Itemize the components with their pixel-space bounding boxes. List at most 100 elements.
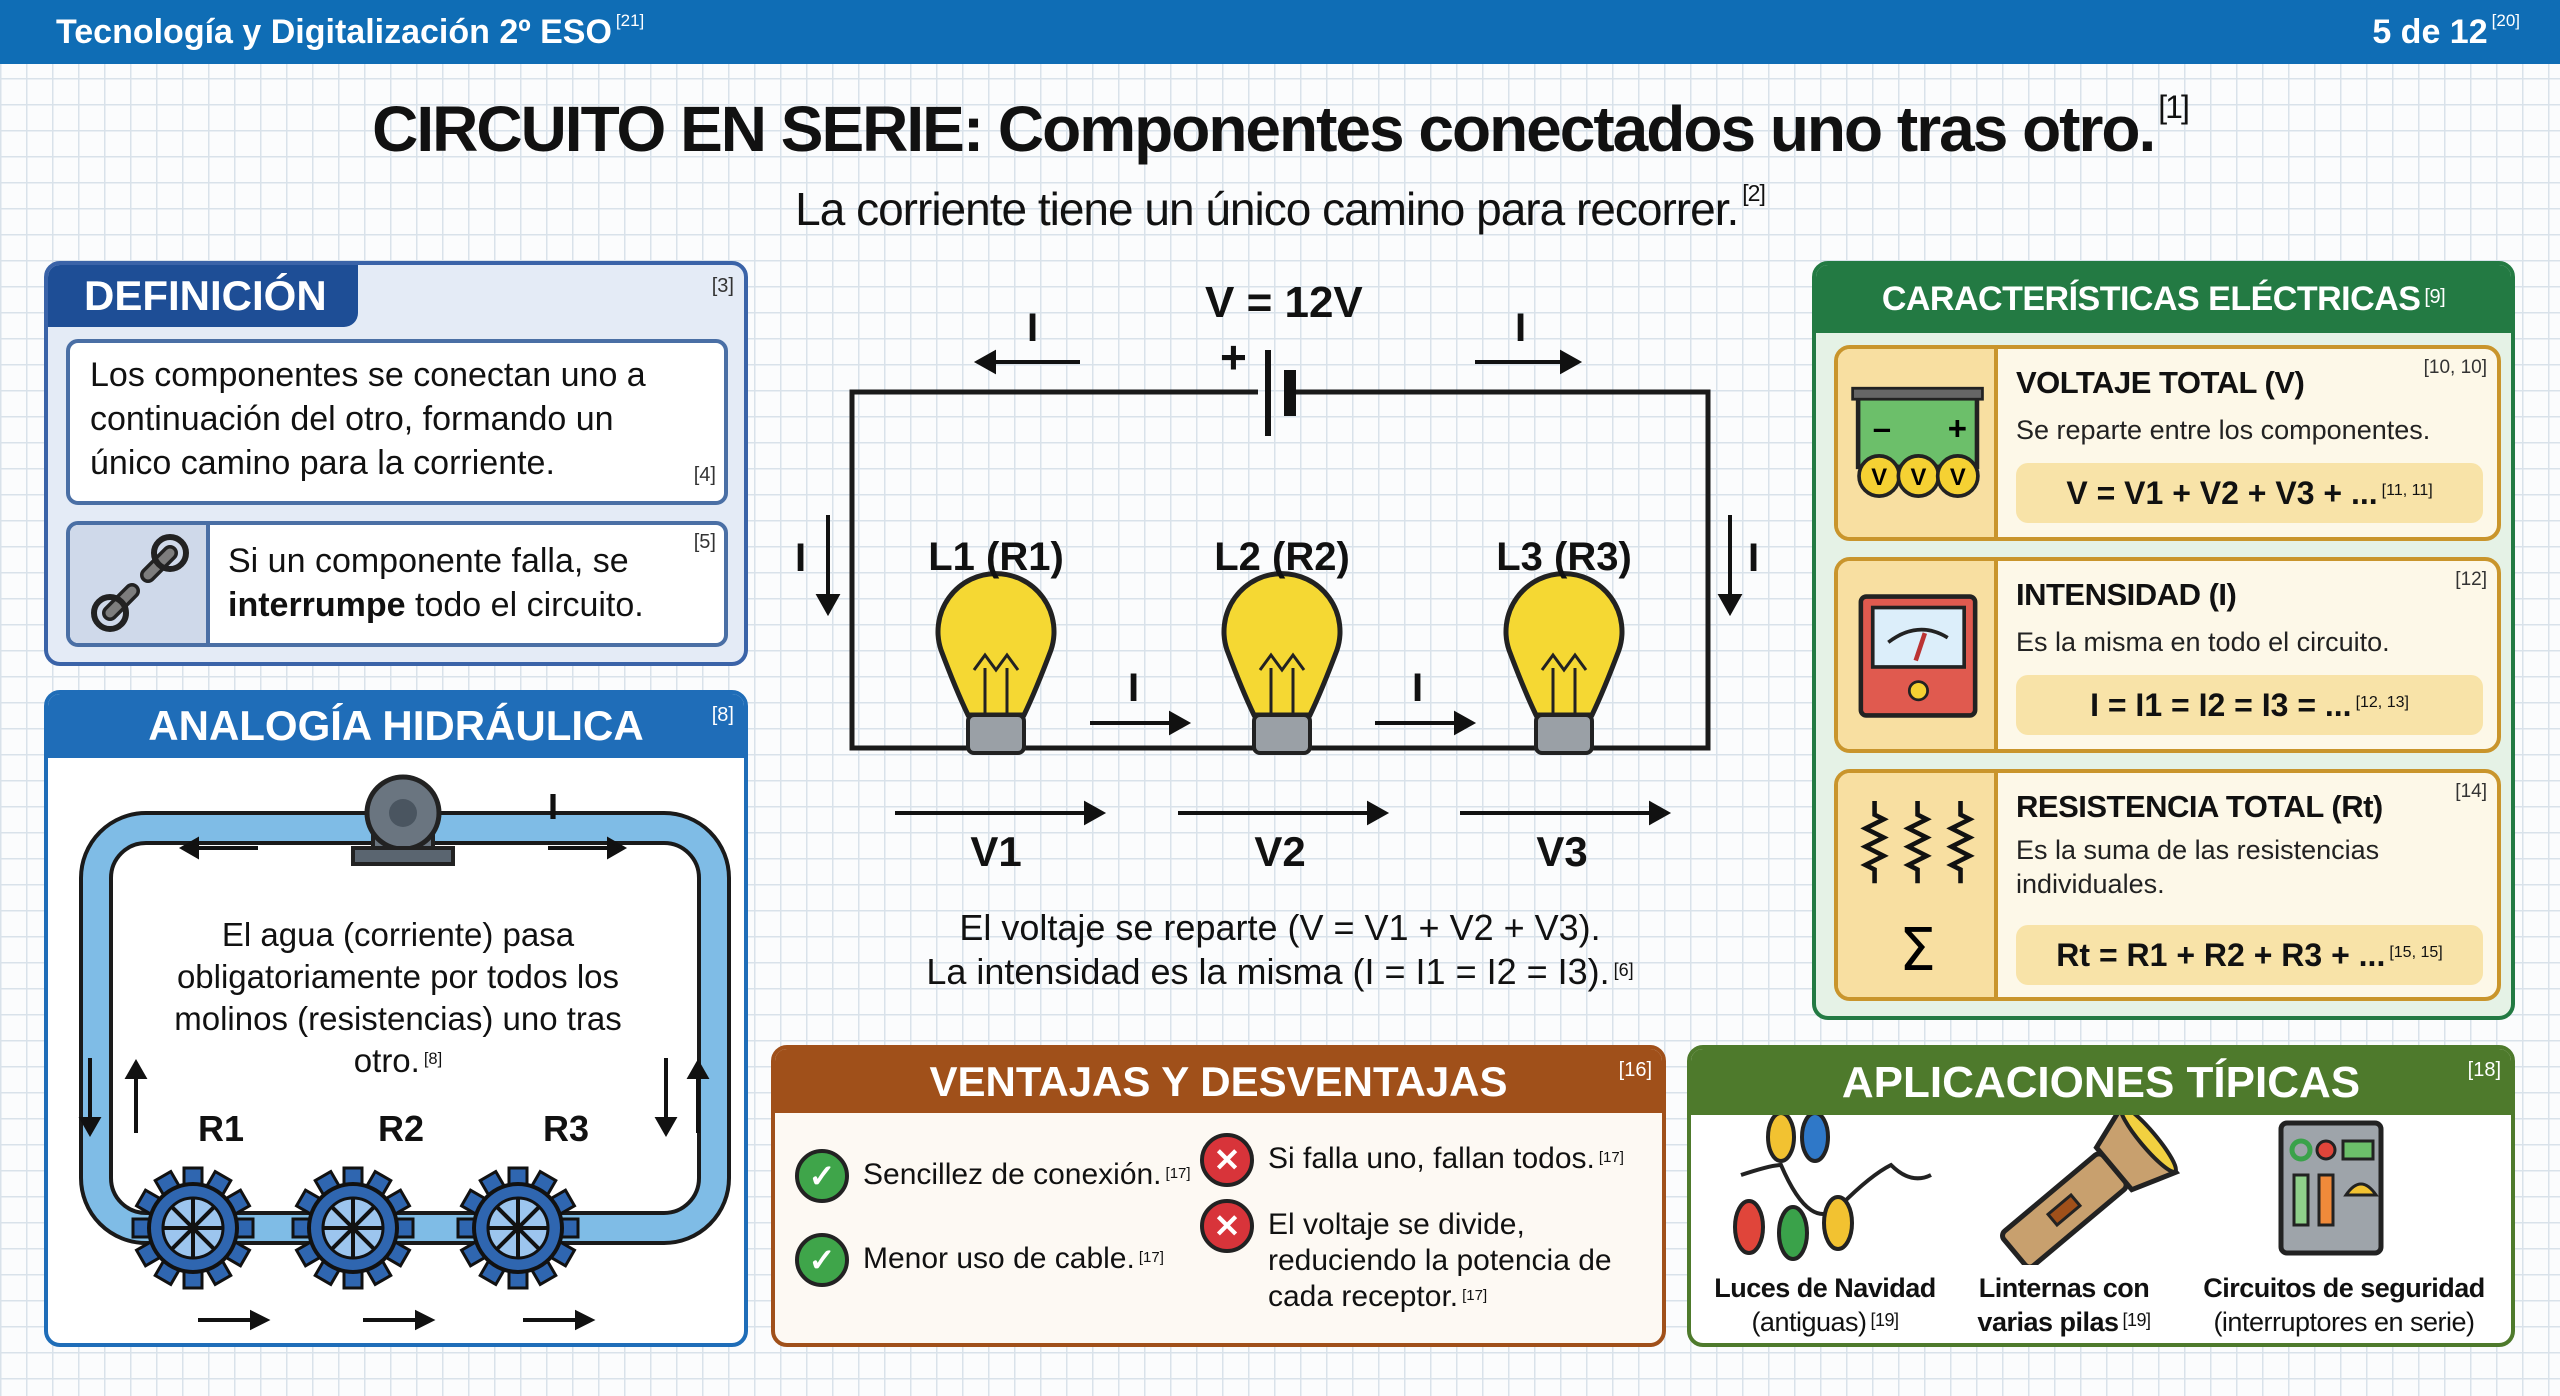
wheel-label: R3 — [543, 1108, 590, 1149]
circuit-notes: El voltaje se reparte (V = V1 + V2 + V3)… — [926, 907, 1634, 992]
current-label: I — [548, 786, 559, 827]
bulb-label: L2 (R2) — [1214, 535, 1350, 579]
christmas-lights-icon — [1733, 1115, 1932, 1261]
item-text: Menor uso de cable.[17] — [863, 1242, 1164, 1275]
definicion-text-box: Los componentes se conectan uno a contin… — [66, 339, 728, 505]
formula: V = V1 + V2 + V3 + ...[11, 11] — [2016, 463, 2483, 523]
current-label: I — [1412, 666, 1424, 710]
page-subtitle: La corriente tiene un único camino para … — [795, 179, 1766, 235]
item-text: El voltaje se divide, reduciendo la pote… — [1268, 1208, 1612, 1313]
water-wheel-icon — [291, 1166, 415, 1290]
svg-text:+: + — [1948, 409, 1967, 446]
current-label: I — [1027, 306, 1039, 350]
ref: [8] — [711, 704, 734, 726]
wheel-label: R2 — [378, 1108, 425, 1149]
top-bar: Tecnología y Digitalización 2º ESO[21] 5… — [0, 0, 2560, 64]
current-label: I — [795, 536, 807, 580]
svg-text:–: – — [1873, 409, 1891, 446]
ventajas-panel: VENTAJAS Y DESVENTAJAS [16] ✓Sencillez d… — [771, 1045, 1666, 1347]
course-title: Tecnología y Digitalización 2º ESO[21] — [56, 10, 645, 51]
disadvantage-item: ✕ Si falla uno, fallan todos.[17] — [1200, 1133, 1660, 1187]
analogia-text: El agua (corriente) pasa obligatoriament… — [174, 916, 622, 1079]
ref: [2] — [1742, 179, 1766, 206]
pump-icon — [351, 774, 455, 866]
advantage-item: ✓ Sencillez de conexión.[17] — [795, 1149, 1195, 1203]
ref: [14] — [2455, 781, 2487, 802]
water-wheel-icon — [131, 1166, 255, 1290]
plus-sign: + — [1220, 331, 1247, 383]
check-icon: ✓ — [795, 1233, 849, 1287]
current-label: I — [1128, 666, 1140, 710]
caracteristicas-heading: CARACTERÍSTICAS ELÉCTRICAS[9] — [1816, 265, 2511, 333]
ref: [18] — [2467, 1059, 2501, 1081]
svg-text:V: V — [1911, 464, 1927, 491]
ref: [10, 10] — [2423, 357, 2487, 378]
ref: [8] — [423, 1050, 443, 1069]
flashlight-icon — [2000, 1115, 2181, 1265]
formula: Rt = R1 + R2 + R3 + ...[15, 15] — [2016, 925, 2483, 985]
battery-symbol — [1265, 350, 1296, 436]
advantage-item: ✓ Menor uso de cable.[17] — [795, 1233, 1195, 1287]
card-desc: Es la misma en todo el circuito. — [2016, 627, 2390, 657]
formula: I = I1 = I2 = I3 = ...[12, 13] — [2016, 675, 2483, 735]
item-text: Si falla uno, fallan todos.[17] — [1268, 1142, 1624, 1175]
item-text: Sencillez de conexión.[17] — [863, 1158, 1191, 1191]
svg-text:Σ: Σ — [1899, 916, 1936, 984]
resistencia-card: Σ RESISTENCIA TOTAL (Rt) [14] Es la suma… — [1834, 769, 2501, 1001]
x-icon: ✕ — [1200, 1133, 1254, 1187]
intensidad-card: INTENSIDAD (I) [12] Es la misma en todo … — [1834, 557, 2501, 753]
svg-text:V: V — [1950, 464, 1966, 491]
ventajas-heading: VENTAJAS Y DESVENTAJAS — [775, 1049, 1662, 1113]
failure-box: Si un componente falla, se interrumpe to… — [66, 521, 728, 647]
current-label: I — [1748, 536, 1760, 580]
voltage-label: V2 — [1254, 828, 1306, 875]
failure-text: Si un componente falla, se interrumpe to… — [228, 542, 644, 624]
ref: [12] — [2455, 569, 2487, 590]
analogia-heading: ANALOGÍA HIDRÁULICA — [48, 694, 744, 758]
ref: [5] — [693, 531, 716, 553]
card-title: RESISTENCIA TOTAL (Rt) — [2016, 789, 2383, 824]
page-title: CIRCUITO EN SERIE: Componentes conectado… — [372, 88, 2190, 165]
resistor-sum-icon: Σ — [1838, 773, 1998, 997]
check-icon: ✓ — [795, 1149, 849, 1203]
ref: [4] — [693, 464, 716, 486]
source-voltage-label: V = 12V — [1205, 278, 1363, 327]
app-security-circuits: Circuitos de seguridad(interruptores en … — [2203, 1273, 2485, 1337]
hydraulic-diagram — [78, 774, 731, 1331]
wheel-label: R1 — [198, 1108, 245, 1149]
aplicaciones-panel: APLICACIONES TÍPICAS [18] Luces de Navid… — [1687, 1045, 2515, 1347]
ref: [3] — [711, 275, 734, 297]
analogia-panel: ANALOGÍA HIDRÁULICA [8] I El agua (corri… — [44, 690, 748, 1347]
disadvantage-item: ✕El voltaje se divide, reduciendo la pot… — [1200, 1199, 1660, 1315]
ammeter-icon — [1838, 561, 1998, 749]
ref: [1] — [2158, 88, 2190, 125]
control-panel-icon — [2278, 1120, 2384, 1256]
card-title: INTENSIDAD (I) — [2016, 577, 2237, 612]
ref: [9] — [2424, 286, 2446, 308]
definicion-panel: DEFINICIÓN [3] Los componentes se conect… — [44, 261, 748, 666]
card-desc: Es la suma de las resistencias individua… — [2016, 835, 2380, 899]
ref: [19] — [2122, 1310, 2152, 1331]
card-title: VOLTAJE TOTAL (V) — [2016, 365, 2305, 400]
ref: [21] — [615, 10, 645, 30]
aplicaciones-heading: APLICACIONES TÍPICAS — [1691, 1049, 2511, 1115]
svg-text:V: V — [1871, 464, 1887, 491]
app-christmas-lights: Luces de Navidad(antiguas)[19] — [1714, 1273, 1936, 1337]
voltage-label: V3 — [1536, 828, 1588, 875]
bulb-label: L3 (R3) — [1496, 535, 1632, 579]
ref: [19] — [1870, 1310, 1900, 1331]
voltage-label: V1 — [970, 828, 1022, 875]
light-bulb-icon — [1503, 571, 1625, 755]
current-label: I — [1515, 306, 1527, 350]
light-bulb-icon — [935, 571, 1057, 755]
water-wheel-icon — [456, 1166, 580, 1290]
ref: [20] — [2491, 10, 2520, 30]
ref: [6] — [1613, 960, 1634, 981]
app-flashlight: Linternas con varias pilas[19] — [1977, 1273, 2152, 1337]
series-circuit-diagram — [815, 349, 1743, 826]
page-indicator: 5 de 12[20] — [2372, 10, 2520, 51]
card-desc: Se reparte entre los componentes. — [2016, 415, 2431, 445]
